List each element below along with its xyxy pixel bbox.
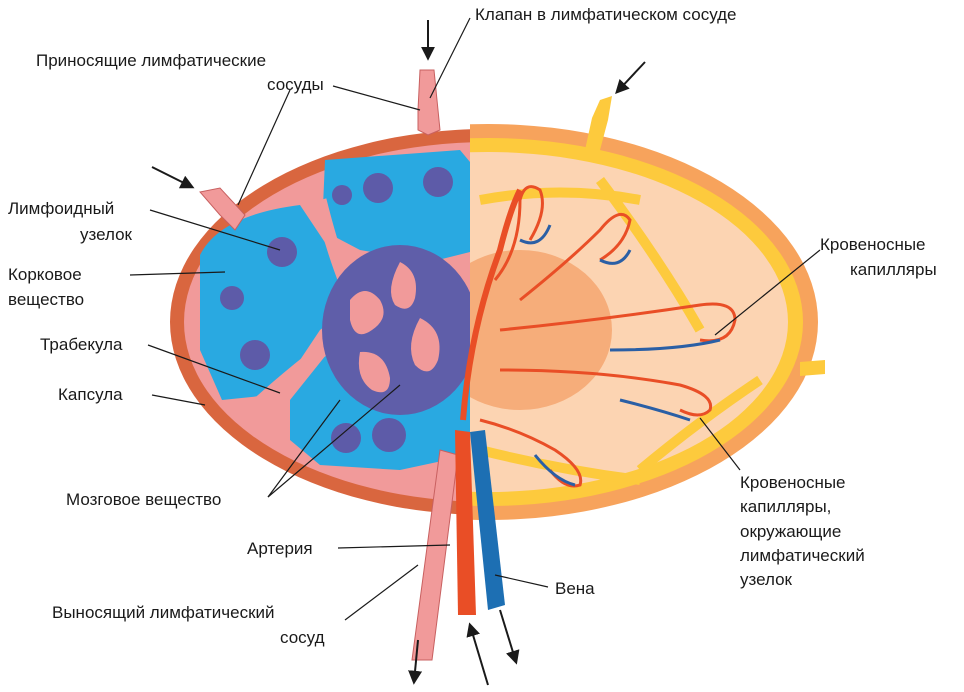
label-capillaries-2: капилляры bbox=[850, 260, 937, 279]
label-cap-nodule-1: Кровеносные bbox=[740, 473, 846, 492]
label-vein: Вена bbox=[555, 579, 595, 598]
arrow-in-right bbox=[617, 62, 645, 92]
label-efferent-2: сосуд bbox=[280, 628, 325, 647]
label-nodule-1: Лимфоидный bbox=[8, 199, 114, 218]
nodule-2 bbox=[423, 167, 453, 197]
label-artery: Артерия bbox=[247, 539, 313, 558]
label-cortex-2: вещество bbox=[8, 290, 84, 309]
label-afferent-1: Приносящие лимфатические bbox=[36, 51, 266, 70]
afferent-vessel-top bbox=[418, 70, 440, 135]
nodule-7 bbox=[331, 423, 361, 453]
label-cortex-1: Корковое bbox=[8, 265, 82, 284]
nodule-5 bbox=[220, 286, 244, 310]
label-nodule-2: узелок bbox=[80, 225, 133, 244]
label-cap-nodule-5: узелок bbox=[740, 570, 793, 589]
arrow-in-artery bbox=[470, 625, 488, 685]
arrow-in-left bbox=[152, 167, 192, 187]
arrow-out-vein bbox=[500, 610, 516, 662]
label-cap-nodule-2: капилляры, bbox=[740, 497, 831, 516]
nodule-1 bbox=[363, 173, 393, 203]
label-medulla: Мозговое вещество bbox=[66, 490, 221, 509]
label-valve: Клапан в лимфатическом сосуде bbox=[475, 5, 737, 24]
label-capsule: Капсула bbox=[58, 385, 123, 404]
nodule-8 bbox=[372, 418, 406, 452]
afferent-vessel-far-right bbox=[800, 360, 825, 376]
label-cap-nodule-3: окружающие bbox=[740, 522, 841, 541]
label-afferent-2: сосуды bbox=[267, 75, 324, 94]
nodule-6 bbox=[240, 340, 270, 370]
nodule-4 bbox=[267, 237, 297, 267]
label-cap-nodule-4: лимфатический bbox=[740, 546, 865, 565]
nodule-3 bbox=[332, 185, 352, 205]
label-capillaries-1: Кровеносные bbox=[820, 235, 926, 254]
label-trabecula: Трабекула bbox=[40, 335, 123, 354]
label-efferent-1: Выносящий лимфатический bbox=[52, 603, 275, 622]
